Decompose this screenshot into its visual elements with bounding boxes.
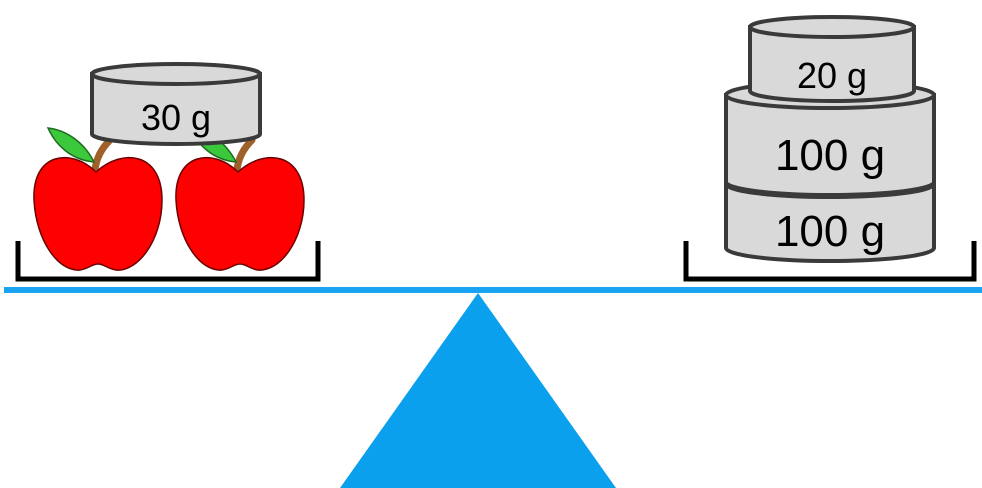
- fulcrum-triangle: [340, 293, 616, 488]
- apple-2: [176, 128, 304, 270]
- weight-label-30g: 30 g: [141, 97, 211, 138]
- apple-body: [176, 158, 304, 270]
- weight-label-100g-middle: 100 g: [775, 131, 885, 180]
- apple-1: [34, 128, 162, 270]
- weight-30g: 30 g: [92, 64, 260, 144]
- balance-beam: [4, 287, 982, 293]
- weight-20g: 20 g: [750, 17, 914, 101]
- weight-label-100g-bottom: 100 g: [775, 207, 885, 256]
- apple-leaf: [48, 128, 94, 162]
- apple-body: [34, 158, 162, 270]
- weight-label-20g: 20 g: [797, 55, 867, 96]
